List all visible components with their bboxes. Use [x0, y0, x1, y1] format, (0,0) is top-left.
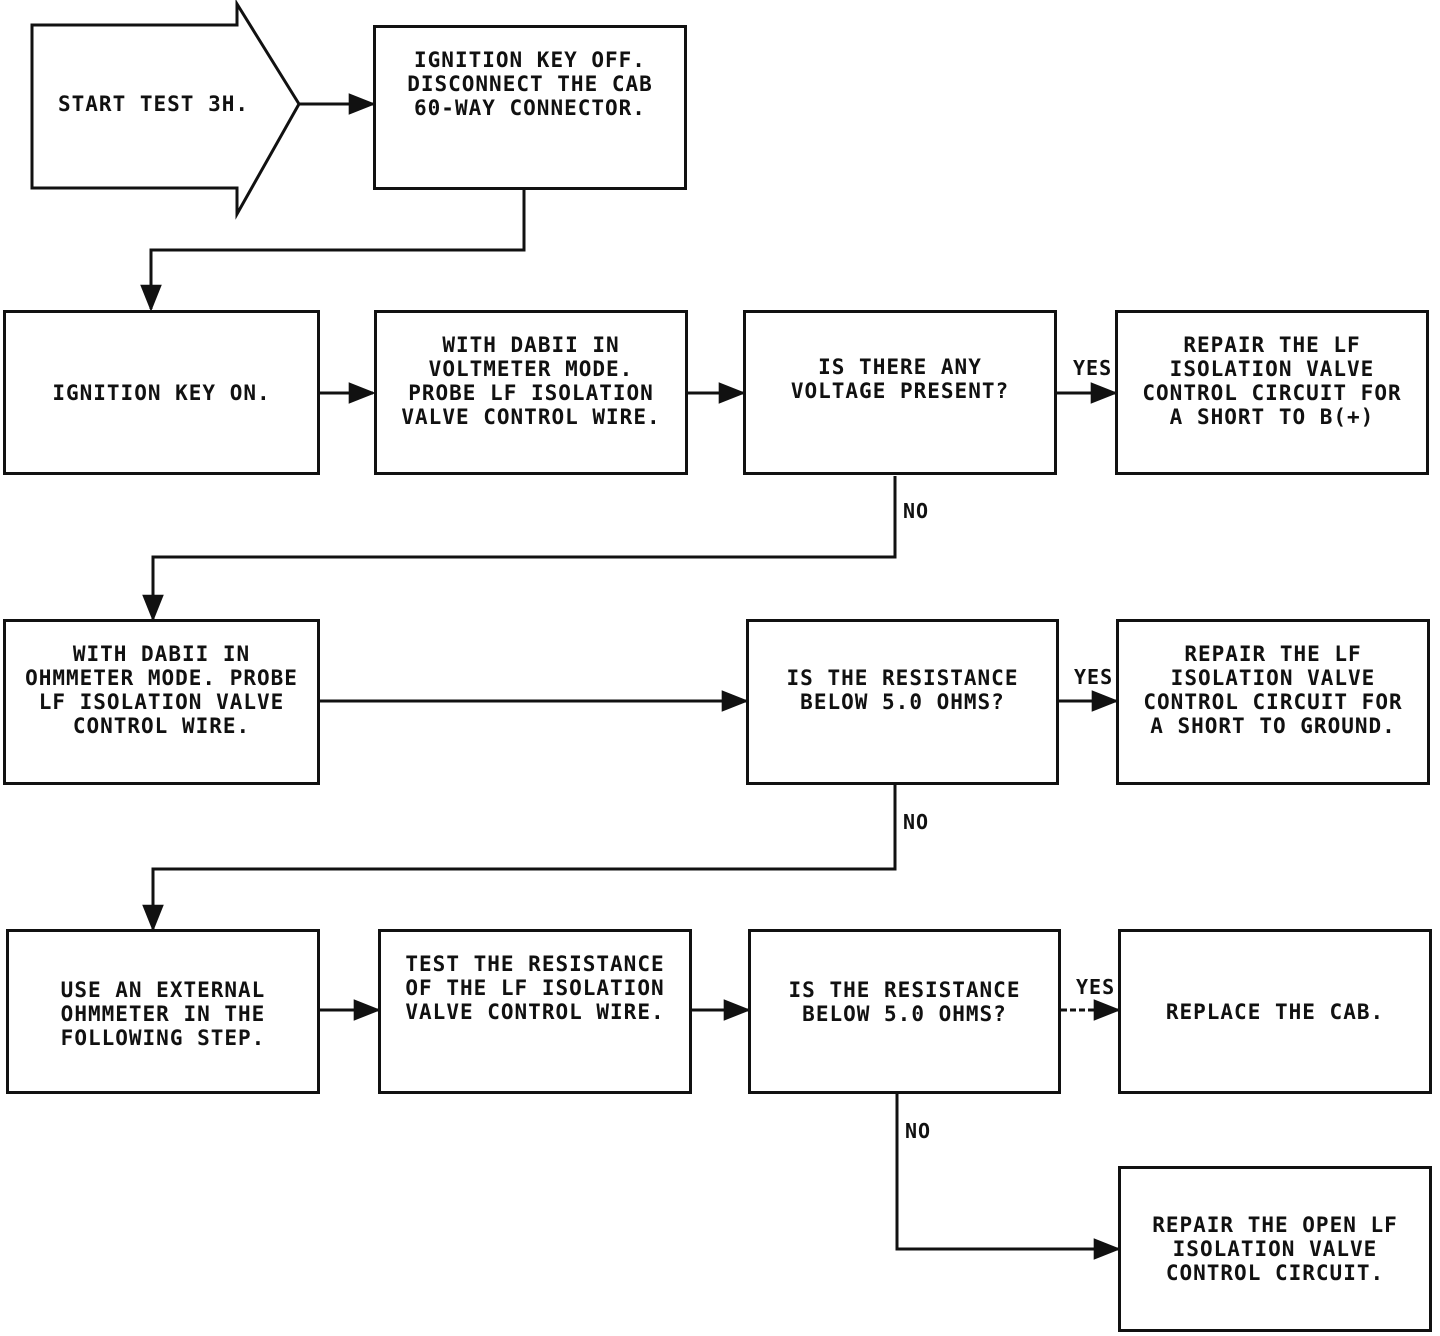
step-test-resistance: TEST THE RESISTANCE OF THE LF ISOLATION …	[378, 929, 692, 1094]
result-repair-short-to-ground: REPAIR THE LF ISOLATION VALVE CONTROL CI…	[1116, 619, 1430, 785]
start-arrow-shape	[30, 0, 301, 220]
yes-label-voltage: YES	[1073, 356, 1113, 380]
yes-label-resistance-2: YES	[1076, 975, 1116, 999]
result-repair-short-to-b: REPAIR THE LF ISOLATION VALVE CONTROL CI…	[1115, 310, 1429, 475]
step-probe-voltmeter: WITH DABII IN VOLTMETER MODE. PROBE LF I…	[374, 310, 688, 475]
step-probe-ohmmeter: WITH DABII IN OHMMETER MODE. PROBE LF IS…	[3, 619, 320, 785]
connector-decision-resistance-2-no	[895, 1094, 1121, 1260]
connector-decision-resistance-1-no	[142, 785, 897, 932]
no-label-voltage: NO	[903, 499, 930, 523]
start-label: START TEST 3H.	[58, 92, 250, 116]
result-repair-open-circuit: REPAIR THE OPEN LF ISOLATION VALVE CONTR…	[1118, 1166, 1432, 1332]
no-label-resistance-1: NO	[903, 810, 930, 834]
result-replace-cab: REPLACE THE CAB.	[1118, 929, 1432, 1094]
yes-label-resistance-1: YES	[1074, 665, 1114, 689]
step-use-external-ohmmeter: USE AN EXTERNAL OHMMETER IN THE FOLLOWIN…	[6, 929, 320, 1094]
decision-resistance-below-2: IS THE RESISTANCE BELOW 5.0 OHMS?	[748, 929, 1061, 1094]
connector-decision-voltage-no	[142, 476, 897, 622]
decision-resistance-below-1: IS THE RESISTANCE BELOW 5.0 OHMS?	[746, 619, 1059, 785]
step-ignition-key-off: IGNITION KEY OFF. DISCONNECT THE CAB 60-…	[373, 25, 687, 190]
decision-voltage-present: IS THERE ANY VOLTAGE PRESENT?	[743, 310, 1057, 475]
no-label-resistance-2: NO	[905, 1119, 932, 1143]
connector-ignition-off-to-ignition-on	[140, 190, 526, 312]
step-ignition-key-on: IGNITION KEY ON.	[3, 310, 320, 475]
